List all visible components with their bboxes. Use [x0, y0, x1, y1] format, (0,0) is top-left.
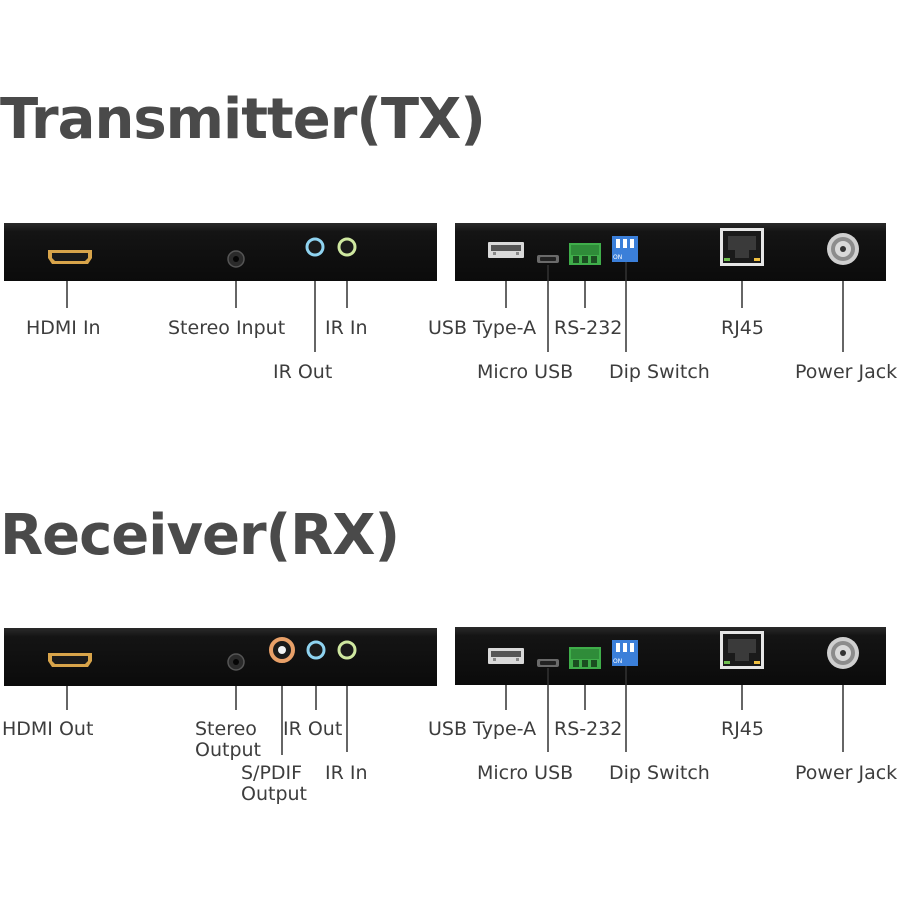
- tx-front-panel: [4, 223, 437, 352]
- rx-label-usb-type-a: USB Type-A: [428, 718, 537, 740]
- tx-rear-panel: ON: [455, 223, 886, 352]
- rx-rear-panel: ON: [455, 627, 886, 752]
- tx-ir-in-jack: [337, 237, 357, 257]
- rx-label-micro-usb: Micro USB: [477, 762, 574, 784]
- rx-label-spdif-output: S/PDIF Output: [241, 763, 307, 805]
- rx-micro-usb-port: [537, 659, 559, 667]
- tx-label-rj45: RJ45: [721, 317, 764, 339]
- rx-hdmi-out-port: [48, 653, 92, 667]
- transmitter-title: Transmitter(TX): [0, 87, 486, 152]
- tx-label-ir-out: IR Out: [273, 361, 333, 383]
- tx-label-dip-switch: Dip Switch: [609, 361, 710, 383]
- tx-ir-out-jack: [305, 237, 325, 257]
- rx-label-ir-out: IR Out: [283, 718, 343, 740]
- tx-rs232-terminal: [569, 243, 601, 265]
- tx-rj45-port: [720, 228, 764, 266]
- rx-front-panel: [4, 628, 437, 755]
- tx-hdmi-in-port: [48, 250, 92, 264]
- rx-rs232-terminal: [569, 647, 601, 669]
- rx-label-rs232: RS-232: [554, 718, 623, 740]
- tx-label-hdmi-in: HDMI In: [26, 317, 101, 339]
- tx-label-stereo-input: Stereo Input: [168, 317, 286, 339]
- rx-label-ir-in: IR In: [325, 762, 368, 784]
- rx-label-dip-switch: Dip Switch: [609, 762, 710, 784]
- rx-label-stereo-output-line1: Stereo: [195, 718, 257, 740]
- rx-label-spdif-output-line2: Output: [241, 783, 307, 805]
- tx-label-micro-usb: Micro USB: [477, 361, 574, 383]
- tx-power-jack: [827, 233, 859, 265]
- rx-label-stereo-output: Stereo Output: [195, 719, 261, 761]
- rx-usb-type-a-port: [488, 648, 524, 664]
- tx-label-power-jack: Power Jack: [795, 361, 898, 383]
- tx-usb-type-a-port: [488, 242, 524, 258]
- tx-micro-usb-port: [537, 255, 559, 263]
- rx-ir-out-jack: [306, 640, 326, 660]
- rx-power-jack: [827, 637, 859, 669]
- rx-label-spdif-output-line1: S/PDIF: [241, 762, 303, 784]
- rx-label-hdmi-out: HDMI Out: [2, 718, 94, 740]
- rx-rj45-port: [720, 631, 764, 669]
- tx-label-usb-type-a: USB Type-A: [428, 317, 537, 339]
- rx-label-power-jack: Power Jack: [795, 762, 898, 784]
- rx-label-stereo-output-line2: Output: [195, 739, 261, 761]
- rx-label-rj45: RJ45: [721, 718, 764, 740]
- tx-label-ir-in: IR In: [325, 317, 368, 339]
- rx-ir-in-jack: [337, 640, 357, 660]
- rx-dip-on-text: ON: [613, 658, 622, 665]
- tx-dip-on-text: ON: [613, 254, 622, 261]
- receiver-title: Receiver(RX): [0, 503, 400, 568]
- tx-label-rs232: RS-232: [554, 317, 623, 339]
